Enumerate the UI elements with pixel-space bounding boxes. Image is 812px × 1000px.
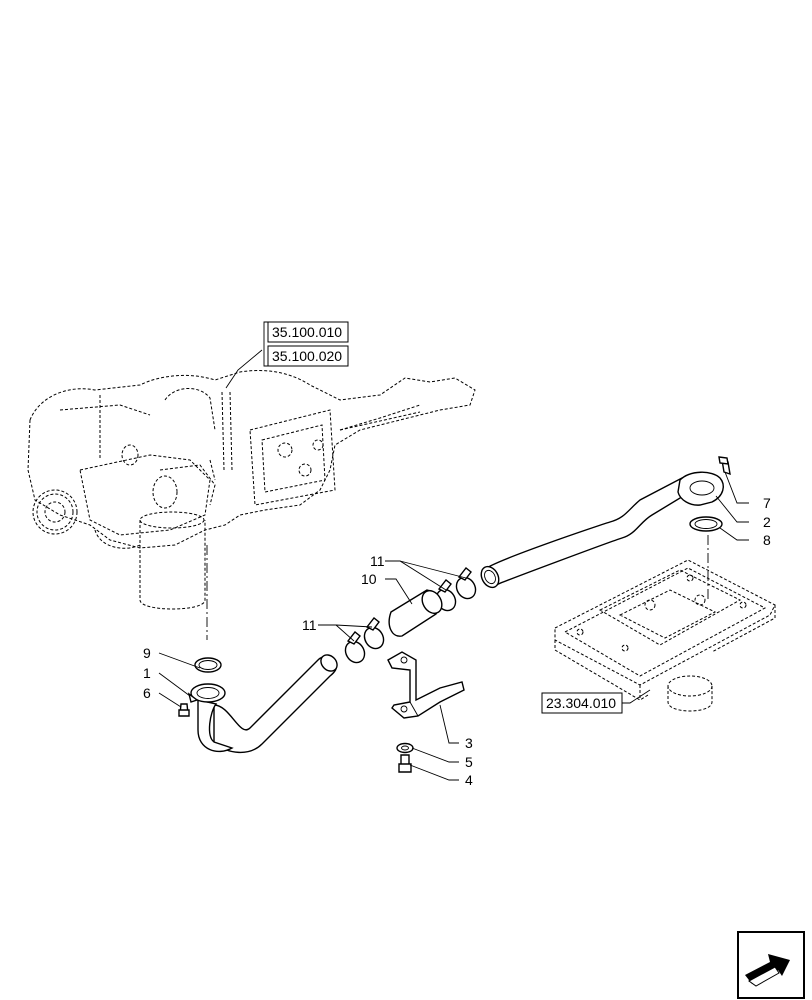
callout-8: 8 [763, 532, 771, 548]
housing-context-drawing [554, 559, 776, 712]
engine-reference-box-2[interactable]: 35.100.020 [267, 345, 349, 367]
callout-4: 4 [465, 772, 473, 788]
callout-10: 10 [361, 571, 377, 587]
part-4-screw [398, 754, 412, 773]
callout-11-lower: 11 [302, 617, 317, 633]
housing-reference-leader [622, 689, 651, 704]
callout-3: 3 [465, 735, 473, 751]
part-11-hose-clamp-d [455, 567, 477, 600]
engine-reference-leader [225, 349, 263, 389]
callout-2: 2 [763, 514, 771, 530]
part-3-support-bracket [387, 651, 465, 719]
callout-9: 9 [143, 645, 151, 661]
callout-5: 5 [465, 754, 473, 770]
callout-7: 7 [763, 495, 771, 511]
callout-leaders [158, 471, 749, 781]
engine-context-drawing [27, 370, 476, 610]
callout-1: 1 [143, 665, 151, 681]
engine-reference-bracket [263, 321, 268, 367]
housing-reference-label: 23.304.010 [546, 695, 616, 711]
part-2-transfer-pipe [480, 471, 724, 589]
part-10-hose-sleeve [388, 589, 443, 637]
next-page-arrow-icon[interactable] [737, 931, 805, 999]
engine-reference-label-2: 35.100.020 [272, 348, 342, 364]
part-1-oil-suction-pipe [187, 654, 338, 754]
engine-reference-label-1: 35.100.010 [272, 324, 342, 340]
part-5-washer [396, 742, 414, 754]
part-11-hose-clamp-b [363, 617, 385, 650]
part-6-screw [178, 703, 190, 717]
callout-6: 6 [143, 685, 151, 701]
part-7-screw [718, 456, 731, 476]
callout-11-upper: 11 [370, 553, 385, 569]
housing-reference-box[interactable]: 23.304.010 [541, 692, 623, 714]
engine-dashed-connector [339, 411, 421, 431]
engine-reference-box-1[interactable]: 35.100.010 [267, 321, 349, 343]
part-11-hose-clamp-a [344, 631, 366, 664]
